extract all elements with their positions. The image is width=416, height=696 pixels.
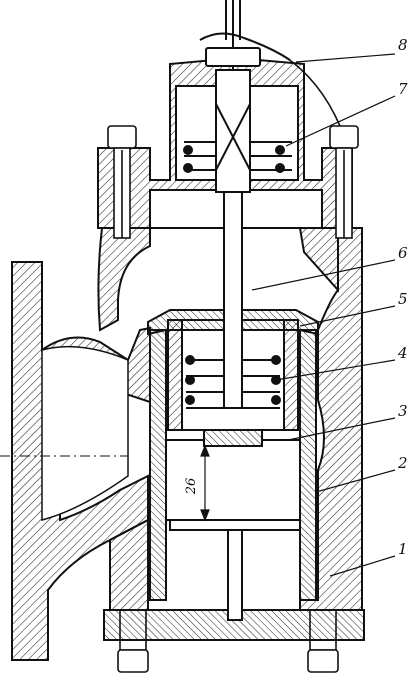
dimension-26 <box>170 444 230 522</box>
upper-spring-coils <box>183 145 285 173</box>
callout-7: 7 <box>398 80 408 98</box>
callout-5: 5 <box>398 290 408 308</box>
callout-3: 3 <box>398 402 408 420</box>
callout-1: 1 <box>398 540 408 558</box>
callout-6: 6 <box>398 244 408 262</box>
lower-spring-coils <box>185 355 281 405</box>
flange-bolts <box>107 125 359 239</box>
piston-guide <box>169 519 301 621</box>
callout-leaders <box>251 53 396 577</box>
lockwire <box>283 55 341 127</box>
dimension-26-label: 26 <box>184 478 199 496</box>
callout-8: 8 <box>398 36 408 54</box>
callout-4: 4 <box>397 344 408 362</box>
top-nut <box>199 32 291 67</box>
valve-stem <box>215 0 251 409</box>
callout-2: 2 <box>397 454 408 472</box>
inlet-bore <box>41 345 129 521</box>
